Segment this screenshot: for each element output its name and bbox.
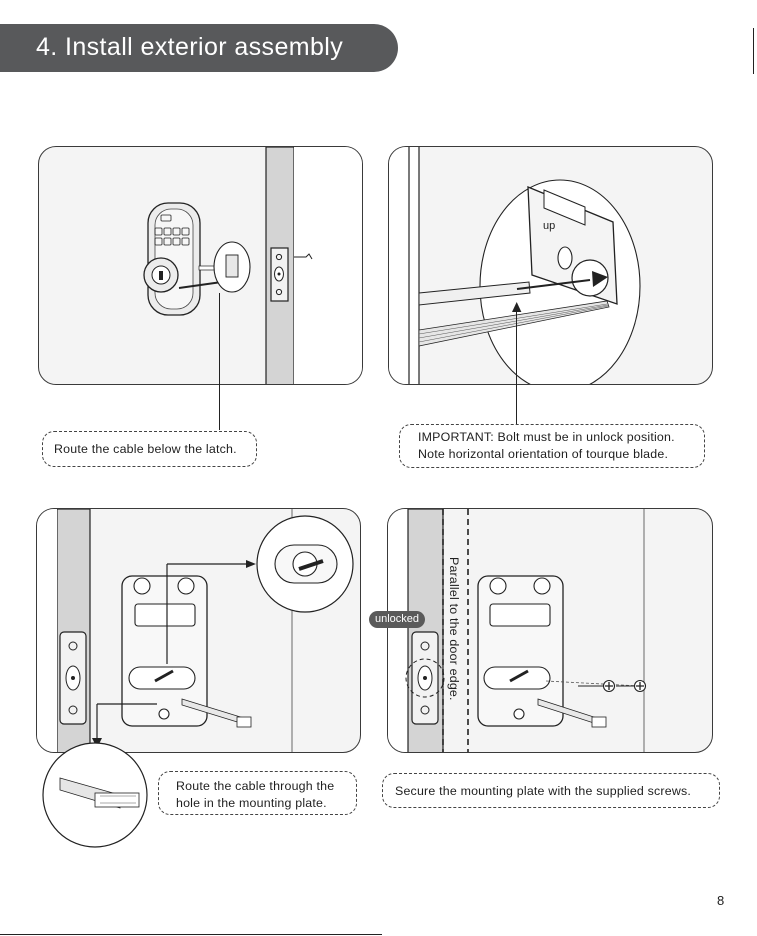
step4-callout: Secure the mounting plate with the suppl… xyxy=(382,773,720,808)
step1-leader xyxy=(219,293,220,430)
unlocked-badge: unlocked xyxy=(369,611,425,628)
up-label: up xyxy=(543,220,555,232)
page-edge-mark xyxy=(753,28,754,74)
step3-drawing xyxy=(37,509,361,753)
footer-rule xyxy=(0,934,382,935)
step2-drawing: up xyxy=(389,147,713,385)
section-banner: 4. Install exterior assembly xyxy=(0,24,398,72)
step3-illustration xyxy=(36,508,361,753)
step2-callout: IMPORTANT: Bolt must be in unlock positi… xyxy=(399,424,705,468)
step2-illustration: up xyxy=(388,146,713,385)
step4-illustration xyxy=(387,508,713,753)
door-edge-note: Parallel to the door edge. xyxy=(447,557,461,701)
step1-callout: Route the cable below the latch. xyxy=(42,431,257,467)
step1-drawing xyxy=(39,147,363,385)
page-number: 8 xyxy=(717,893,724,908)
step3-callout: Route the cable through the hole in the … xyxy=(158,771,357,815)
step4-drawing xyxy=(388,509,713,753)
step1-illustration xyxy=(38,146,363,385)
section-title: 4. Install exterior assembly xyxy=(36,33,343,62)
step2-leader xyxy=(516,309,517,424)
